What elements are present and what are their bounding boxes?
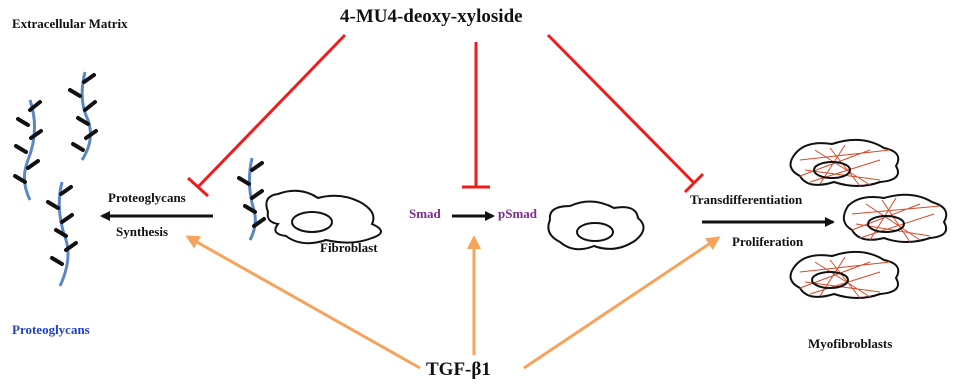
proliferation-label: Proliferation	[732, 234, 804, 249]
proteoglycan-icon	[46, 181, 78, 287]
proteoglycan-icon	[237, 157, 266, 241]
myofibroblast-cell-icon	[842, 193, 948, 243]
synthesis-label: Synthesis	[116, 224, 169, 239]
inhibition-line-transdifferentiation	[546, 33, 705, 194]
smad-label: Smad	[409, 206, 441, 221]
tgf-label: TGF-β1	[426, 359, 491, 380]
myofibroblasts-label: Myofibroblasts	[808, 336, 893, 351]
transdifferentiation-label: Transdifferentiation	[690, 192, 803, 207]
fibroblast-cell-icon	[547, 200, 645, 251]
inhibitor-label: 4-MU4-deoxy-xyloside	[340, 6, 523, 27]
inhibition-line-smad	[462, 42, 490, 189]
proteoglycans-synthesis-label: Proteoglycans	[108, 190, 186, 205]
tgf-arrow-proliferation	[523, 236, 721, 370]
myofibroblast-cell-icon	[789, 250, 900, 299]
proteoglycan-icon	[13, 99, 43, 201]
inhibition-line-proteoglycan-synthesis	[186, 33, 347, 198]
psmad-label: pSmad	[498, 206, 538, 221]
proteoglycan-icon	[68, 71, 98, 161]
tgf-arrow-synthesis	[185, 235, 421, 370]
myofibroblast-cell-icon	[789, 138, 900, 187]
fibroblast-cell-icon	[265, 189, 382, 245]
extracellular-matrix-label: Extracellular Matrix	[12, 16, 128, 31]
proteoglycans-legend-label: Proteoglycans	[12, 322, 90, 337]
fibroblast-label: Fibroblast	[320, 240, 378, 255]
